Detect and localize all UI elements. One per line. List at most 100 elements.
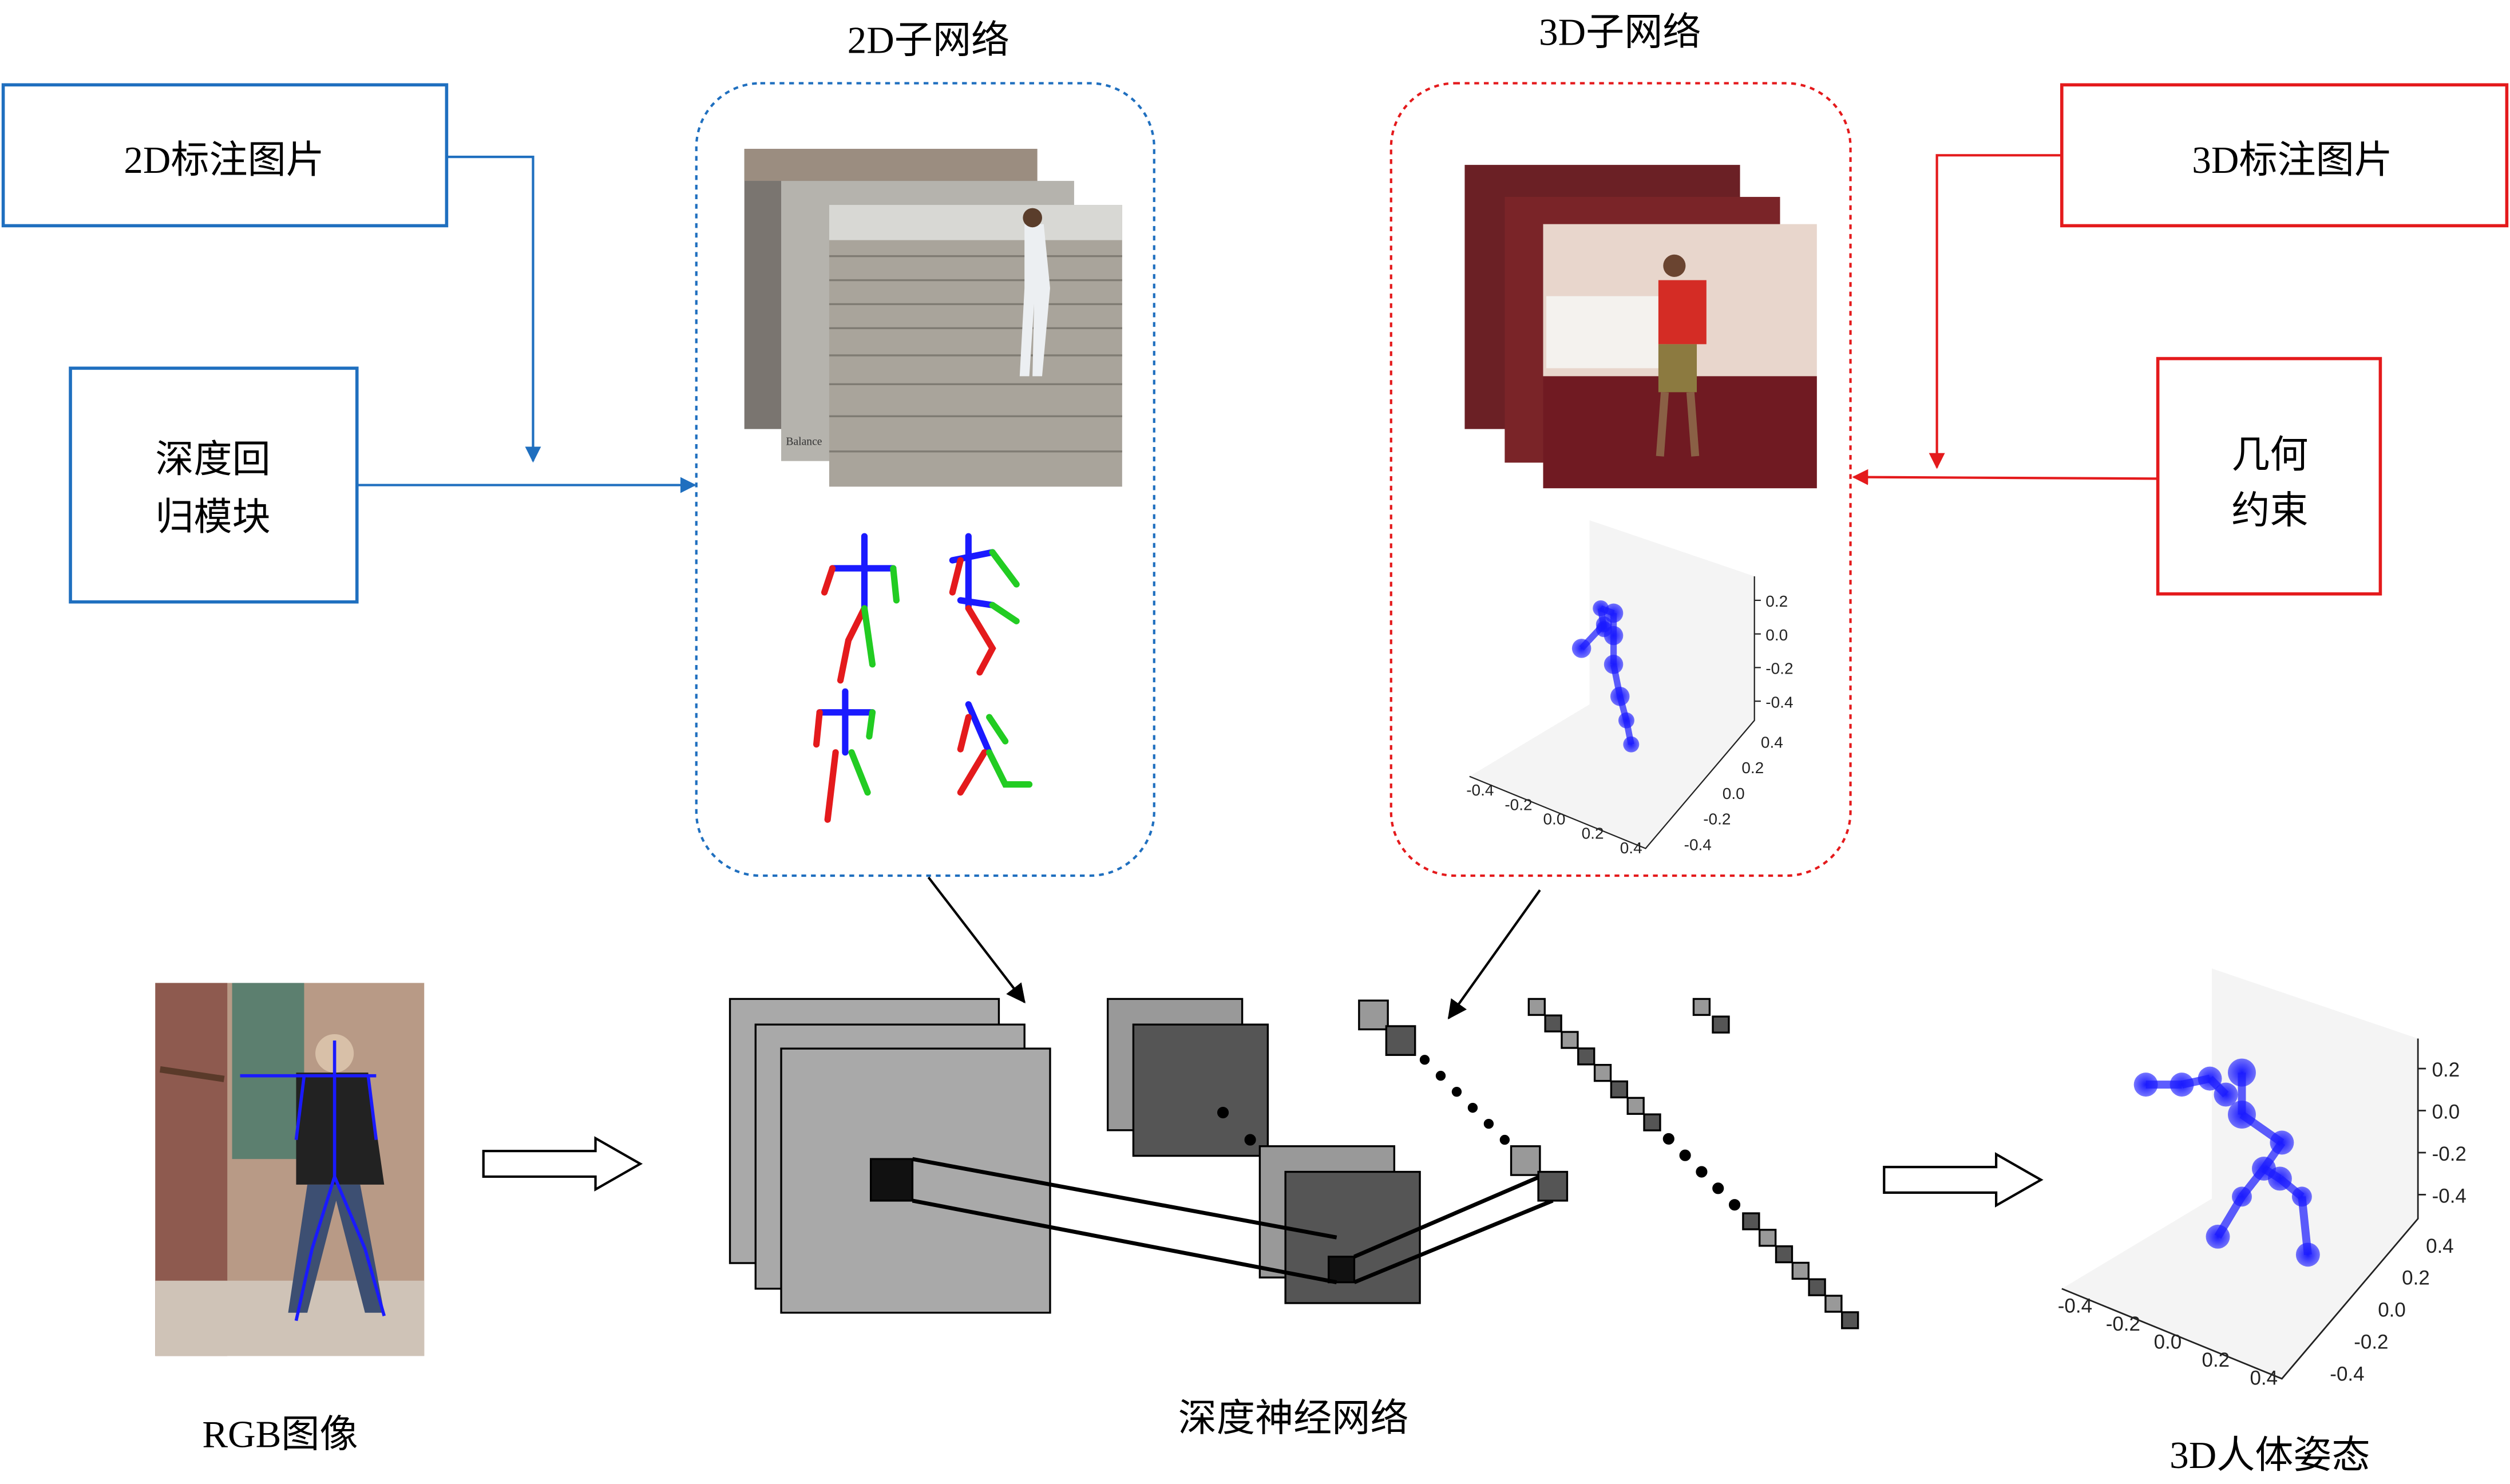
plot-axis bbox=[1469, 576, 1755, 849]
net2d-title: 2D子网络 bbox=[848, 18, 1009, 61]
net2d-photos: Balance bbox=[744, 149, 1122, 487]
net3d-pose-plot: 0.2 0.0 -0.2 -0.4 0.4 0.2 0.0 -0.2 -0.4 -0.4 -0.2 0… bbox=[1466, 520, 1794, 857]
cnn-dot bbox=[1419, 1055, 1430, 1065]
depth-regression-label-1: 深度回 bbox=[155, 438, 270, 481]
vertical-tick-label: 0.0 bbox=[2432, 1101, 2460, 1123]
depth-tick-label: -0.4 bbox=[1684, 836, 1712, 853]
depth-tick-label: 0.2 bbox=[1741, 759, 1764, 777]
cnn-unit bbox=[1577, 1047, 1596, 1066]
cnn-dot bbox=[1712, 1182, 1724, 1194]
cnn-unit bbox=[1527, 998, 1546, 1016]
pose-joint bbox=[2227, 1058, 2256, 1087]
pose-joint bbox=[2295, 1242, 2320, 1267]
pose-joint bbox=[1610, 686, 1630, 706]
horizontal-tick-label: -0.4 bbox=[1466, 781, 1494, 799]
horizontal-tick-label: 0.0 bbox=[2154, 1331, 2182, 1354]
depth-tick-label: -0.4 bbox=[2330, 1363, 2364, 1386]
pose-joint bbox=[2206, 1224, 2230, 1249]
annot2d-box: 2D标注图片 bbox=[1, 83, 449, 228]
vertical-tick-label: 0.2 bbox=[2432, 1059, 2460, 1081]
cnn-unit bbox=[1742, 1212, 1760, 1230]
balance-text: Balance bbox=[786, 436, 822, 448]
geometric-constraint-label-2: 约束 bbox=[2231, 489, 2308, 532]
net2d-container bbox=[695, 82, 1155, 877]
depth-tick-label: 0.0 bbox=[2378, 1299, 2406, 1321]
pose-joint bbox=[1604, 655, 1624, 674]
depth-tick-label: -0.2 bbox=[1703, 810, 1731, 828]
net3d-title: 3D子网络 bbox=[1539, 10, 1701, 53]
cnn-unit bbox=[1791, 1261, 1810, 1280]
vertical-tick-label: -0.2 bbox=[2432, 1143, 2467, 1165]
annot3d-label: 3D标注图片 bbox=[2192, 138, 2393, 181]
depth-tick-label: 0.4 bbox=[1761, 733, 1783, 751]
hollow-arrow-input bbox=[482, 1136, 643, 1192]
rgb-label: RGB图像 bbox=[202, 1413, 358, 1456]
geometric-constraint-label-1: 几何 bbox=[2231, 433, 2308, 476]
net3d-photos bbox=[1464, 165, 1817, 489]
cnn-dot bbox=[1696, 1166, 1708, 1178]
arrow-net2d-to-cnn bbox=[927, 876, 1026, 1004]
pose-joint bbox=[2198, 1066, 2222, 1091]
pose-joint bbox=[2227, 1101, 2256, 1129]
plot-pane bbox=[2061, 968, 2418, 1379]
cnn-unit bbox=[1593, 1064, 1612, 1082]
cnn-dot bbox=[1483, 1118, 1494, 1129]
cnn-unit bbox=[1626, 1097, 1645, 1115]
horizontal-tick-label: -0.2 bbox=[1505, 796, 1532, 813]
cnn-unit bbox=[1643, 1113, 1661, 1131]
pose-joint bbox=[2169, 1073, 2194, 1097]
horizontal-tick-label: 0.4 bbox=[2250, 1367, 2278, 1390]
cnn-dot bbox=[1499, 1134, 1510, 1145]
hollow-arrow-output bbox=[1883, 1152, 2044, 1208]
cnn-unit bbox=[1544, 1014, 1562, 1032]
horizontal-tick-label: -0.4 bbox=[2058, 1295, 2092, 1317]
net2d-skeletons bbox=[813, 533, 1033, 823]
plot-pane bbox=[1469, 520, 1755, 849]
rgb-input-image bbox=[155, 983, 425, 1356]
cnn-unit bbox=[1758, 1229, 1777, 1247]
cnn-unit bbox=[1775, 1245, 1794, 1264]
vertical-tick-label: 0.2 bbox=[1765, 592, 1788, 610]
pose-joint bbox=[1596, 621, 1612, 638]
cnn-dot bbox=[1435, 1071, 1446, 1081]
vertical-tick-label: -0.4 bbox=[1765, 693, 1793, 711]
arrow-annot3d bbox=[1929, 154, 2062, 469]
depth-tick-label: 0.0 bbox=[1723, 785, 1745, 802]
vertical-tick-label: -0.2 bbox=[1765, 660, 1793, 678]
cnn-dot bbox=[1679, 1149, 1691, 1161]
depth-regression-box: 深度回 归模块 bbox=[69, 366, 359, 604]
arrow-annot2d bbox=[446, 156, 541, 463]
pose-joint bbox=[2231, 1186, 2252, 1207]
pose-joint bbox=[1604, 603, 1624, 623]
pose-joint bbox=[1623, 736, 1640, 753]
cnn-unit bbox=[1824, 1295, 1843, 1313]
pose-joint bbox=[1618, 712, 1634, 729]
horizontal-tick-label: 0.2 bbox=[1582, 825, 1604, 842]
cnn-unit bbox=[1841, 1311, 1859, 1329]
output-pose-plot: 0.20.0-0.2-0.40.40.20.0-0.2-0.4-0.4-0.20… bbox=[2058, 968, 2467, 1390]
horizontal-tick-label: 0.4 bbox=[1620, 839, 1642, 857]
net3d-container bbox=[1389, 82, 1852, 877]
dnn-label: 深度神经网络 bbox=[1178, 1397, 1409, 1440]
cnn-unit bbox=[1561, 1031, 1579, 1049]
annot3d-box: 3D标注图片 bbox=[2060, 83, 2509, 228]
arrow-net3d-to-cnn bbox=[1447, 889, 1541, 1020]
pose-joint bbox=[2270, 1130, 2294, 1155]
depth-regression-label-2: 归模块 bbox=[155, 496, 270, 539]
depth-tick-label: 0.4 bbox=[2426, 1235, 2454, 1257]
pose-joint bbox=[2214, 1082, 2238, 1107]
cnn-diagram bbox=[729, 998, 1859, 1329]
pose-joint bbox=[2291, 1186, 2312, 1207]
vertical-tick-label: 0.0 bbox=[1765, 626, 1788, 644]
pose-joint bbox=[1571, 639, 1591, 658]
cnn-dot bbox=[1728, 1199, 1741, 1211]
depth-tick-label: -0.2 bbox=[2354, 1331, 2388, 1354]
cnn-dot bbox=[1662, 1133, 1674, 1145]
cnn-unit bbox=[1610, 1080, 1629, 1099]
horizontal-tick-label: -0.2 bbox=[2106, 1313, 2140, 1335]
plot-axis bbox=[2061, 1038, 2419, 1380]
annot2d-label: 2D标注图片 bbox=[124, 138, 324, 181]
pose-joint bbox=[2267, 1166, 2292, 1191]
vertical-tick-label: -0.4 bbox=[2432, 1185, 2467, 1207]
